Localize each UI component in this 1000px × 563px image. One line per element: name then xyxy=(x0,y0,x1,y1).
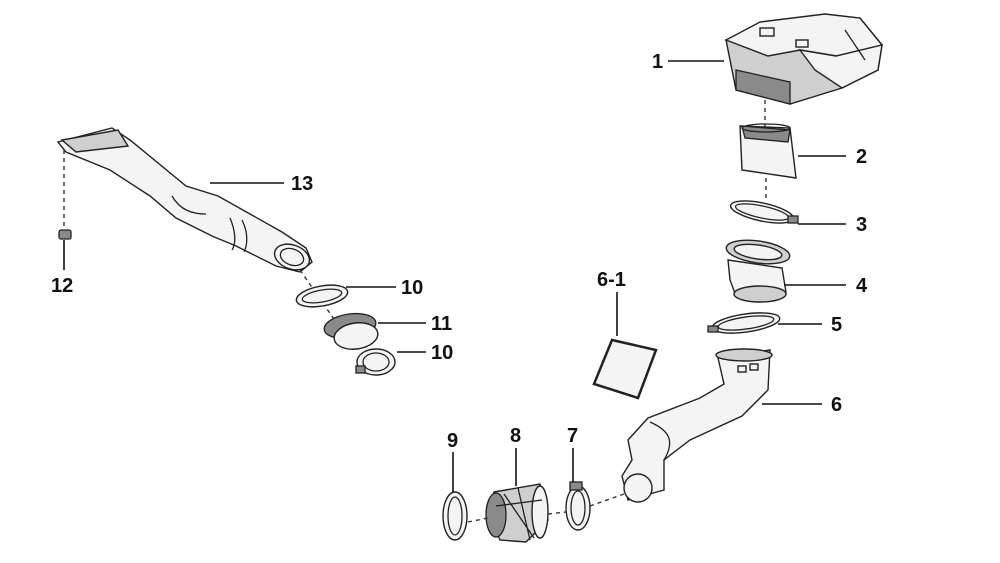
callout-5: 5 xyxy=(831,314,842,336)
callout-4: 4 xyxy=(856,275,868,297)
part-10-clamp-bottom xyxy=(355,348,396,376)
callout-13: 13 xyxy=(291,173,313,195)
part-2-inlet-duct-sleeve xyxy=(739,123,797,179)
part-5-clamp xyxy=(707,312,781,334)
callout-7: 7 xyxy=(567,425,578,447)
part-1-air-inlet-housing xyxy=(724,13,884,105)
part-12-screw xyxy=(58,229,72,240)
callout-6-1: 6-1 xyxy=(597,269,626,291)
part-4-connector-elbow xyxy=(725,239,791,303)
callout-8: 8 xyxy=(510,425,521,447)
part-6-1-foam-pad xyxy=(592,338,658,400)
part-9-clamp-ring xyxy=(442,491,468,541)
part-13-air-intake-hose xyxy=(56,127,313,273)
callout-10-top: 10 xyxy=(401,277,423,299)
callout-11: 11 xyxy=(431,313,452,335)
callout-2: 2 xyxy=(856,146,867,168)
callout-3: 3 xyxy=(856,214,867,236)
leader-lines xyxy=(63,60,846,492)
callout-9: 9 xyxy=(447,430,458,452)
part-7-hose-clamp xyxy=(565,481,591,531)
part-10-clamp-top xyxy=(295,284,349,308)
callout-1: 1 xyxy=(652,51,663,73)
part-11-coupler-sleeve xyxy=(323,312,379,350)
callout-10-bottom: 10 xyxy=(431,342,453,364)
callout-labels: 1 2 3 4 5 6 6-1 7 8 9 10 11 10 12 13 xyxy=(51,51,868,452)
callout-12: 12 xyxy=(51,275,73,297)
part-3-clamp xyxy=(729,200,799,224)
callout-6: 6 xyxy=(831,394,842,416)
part-6-intake-duct xyxy=(621,348,773,503)
part-8-coupler xyxy=(485,483,549,543)
